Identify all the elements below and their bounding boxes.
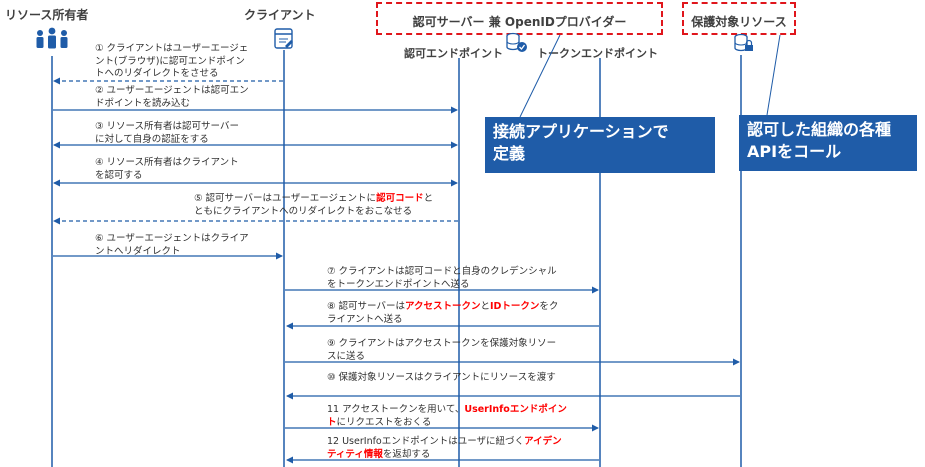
client-label: クライアント: [244, 8, 316, 22]
connected-app-callout: 接続アプリケーションで 定義: [485, 117, 715, 173]
protected-resource-label: 保護対象リソース: [691, 15, 787, 29]
callout-pointer-1: [519, 34, 561, 118]
callout-line: APIをコール: [747, 142, 842, 161]
auth-db-icon: [506, 32, 527, 52]
step-1-text: ① クライアントはユーザーエージェント(ブラウザ)に認可エンドポイントへのリダイ…: [95, 43, 249, 79]
api-call-callout: 認可した組織の各種 APIをコール: [739, 115, 917, 171]
step-2-text: ② ユーザーエージェントは認可エンドポイントを読み込む: [95, 85, 249, 109]
client-app-icon: [274, 28, 293, 49]
step-5-text: ⑤ 認可サーバーはユーザーエージェントに認可コードと ともにクライアントへのリダ…: [194, 193, 434, 217]
auth-endpoint-label: 認可エンドポイント: [404, 47, 503, 60]
step-11-text: 11 アクセストークンを用いて、UserInfoエンドポイン トにリクエストをお…: [327, 404, 567, 428]
callout-pointer-2: [766, 34, 781, 116]
userinfo-endpoint-highlight: UserInfoエンドポイン: [464, 404, 567, 415]
step-8-text: ⑧ 認可サーバーはアクセストークンとIDトークンをク ライアントへ送る: [327, 301, 559, 325]
callout-line: 認可した組織の各種: [747, 120, 892, 139]
step-10-text: ⑩ 保護対象リソースはクライアントにリソースを渡す: [327, 372, 556, 383]
step-4-text: ④ リソース所有者はクライアントを認可する: [95, 157, 239, 181]
step-6-text: ⑥ ユーザーエージェントはクライアントへリダイレクト: [95, 233, 249, 257]
token-endpoint-label: トークンエンドポイント: [537, 47, 658, 60]
authorization-code-highlight: 認可コード: [376, 193, 424, 204]
step-12-text: 12 UserInfoエンドポイントはユーザに紐づくアイデン ティティ情報を返却…: [327, 436, 562, 460]
auth-server-label: 認可サーバー 兼: [412, 15, 505, 29]
auth-server-box: 認可サーバー 兼 OpenIDプロバイダー: [376, 2, 663, 35]
step-7-text: ⑦ クライアントは認可コードと自身のクレデンシャルをトークンエンドポイントへ送る: [327, 266, 557, 290]
callout-line: 接続アプリケーションで: [493, 122, 669, 141]
openid-provider-label: OpenIDプロバイダー: [504, 15, 627, 29]
step-9-text: ⑨ クライアントはアクセストークンを保護対象リソースに送る: [327, 338, 557, 362]
id-token-highlight: IDトークン: [490, 301, 540, 312]
resource-owner-label: リソース所有者: [5, 8, 89, 22]
step-3-text: ③ リソース所有者は認可サーバーに対して自身の認証をする: [95, 121, 239, 145]
access-token-highlight: アクセストークン: [404, 301, 481, 312]
users-icon: [36, 27, 68, 49]
identity-info-highlight: アイデン: [524, 436, 562, 447]
callout-line: 定義: [493, 144, 526, 163]
resource-db-lock-icon: [734, 33, 753, 52]
